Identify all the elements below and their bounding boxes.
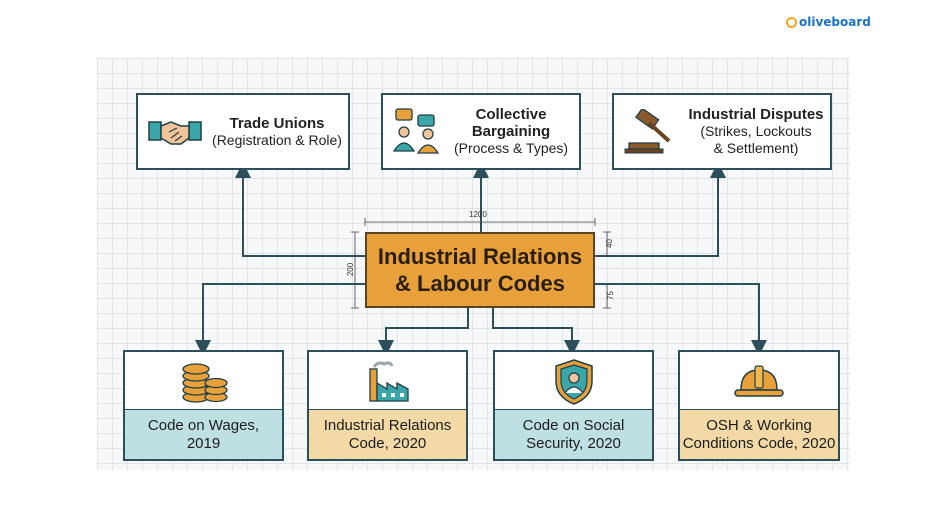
connector-lines [195,162,767,356]
dimension-height-label: 200 [346,262,356,277]
gavel-icon [614,95,688,168]
central-topic-line1: Industrial Relations [377,244,583,269]
industrial-disputes-subtitle-line2: & Settlement) [713,140,799,156]
code-on-social-security-label-line2: Security, 2020 [526,434,621,452]
brand-logo: oliveboard [786,15,871,29]
industrial-relations-code-label-line1: Industrial Relations [323,416,452,434]
code-on-wages-label-line2: 2019 [186,434,221,452]
osh-working-conditions-code-box: OSH & Working Conditions Code, 2020 [678,350,840,461]
collective-bargaining-title: Collective [475,106,547,123]
industrial-relations-code-label-line2: Code, 2020 [348,434,427,452]
industrial-disputes-title: Industrial Disputes [688,106,824,123]
industrial-relations-code-box: Industrial Relations Code, 2020 [307,350,468,461]
people-chat-icon [383,95,449,168]
dimension-top-offset-label: 40 [604,239,614,248]
diagram-canvas: 1200 200 40 75 Trade Unions (Registratio… [97,58,850,470]
industrial-disputes-box: Industrial Disputes (Strikes, Lockouts &… [612,93,832,170]
code-on-social-security-label-line1: Code on Social [522,416,625,434]
osh-code-label-line2: Conditions Code, 2020 [682,434,836,452]
industrial-disputes-subtitle: (Strikes, Lockouts [700,123,812,139]
coins-icon [125,352,282,412]
dimension-bottom-offset-label: 75 [605,291,615,300]
factory-icon [309,352,466,412]
code-on-wages-label-line1: Code on Wages, [147,416,260,434]
trade-unions-subtitle: (Registration & Role) [212,131,342,148]
osh-code-label-line1: OSH & Working [706,416,812,434]
trade-unions-box: Trade Unions (Registration & Role) [136,93,350,170]
hard-hat-icon [680,352,838,412]
collective-bargaining-subtitle: (Process & Types) [453,140,569,156]
shield-person-icon [495,352,652,412]
logo-mark-icon [786,16,797,28]
code-on-wages-box: Code on Wages, 2019 [123,350,284,461]
handshake-icon [138,95,212,168]
central-topic-line2: & Labour Codes [395,271,565,296]
code-on-social-security-box: Code on Social Security, 2020 [493,350,654,461]
central-topic-box: Industrial Relations & Labour Codes [365,232,595,308]
dimension-width-label: 1200 [469,210,487,219]
collective-bargaining-box: Collective Bargaining (Process & Types) [381,93,581,170]
collective-bargaining-title-line2: Bargaining [471,123,551,140]
logo-text: oliveboard [799,15,871,29]
trade-unions-title: Trade Unions [229,114,325,132]
